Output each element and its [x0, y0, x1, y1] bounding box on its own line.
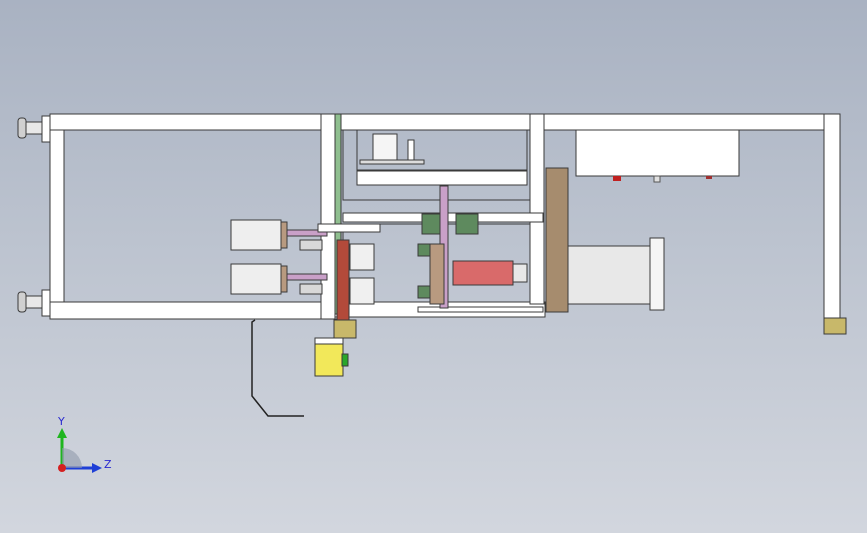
- gripper-assembly: [317, 223, 381, 339]
- red-bar: [336, 239, 350, 323]
- green-block-mid: [417, 243, 431, 257]
- gripper-lower: [349, 277, 375, 305]
- left-mount-knobs: [17, 115, 51, 317]
- upper-shaft: [356, 170, 528, 186]
- gripper-top-plate: [317, 223, 381, 233]
- sensor-box-cap: [314, 337, 344, 345]
- upper-pin: [407, 139, 415, 161]
- clamp-lower: [299, 283, 323, 295]
- knob-bottom-base: [41, 289, 51, 317]
- green-block-top-left: [421, 213, 443, 235]
- sensor-box-body: [314, 343, 344, 377]
- control-indicator-red: [613, 176, 621, 181]
- green-block-low: [417, 285, 431, 299]
- knob-top-shaft: [25, 121, 45, 135]
- cylinder-upper: [230, 219, 282, 251]
- origin-dot: [58, 464, 66, 472]
- upper-bracket: [359, 159, 425, 165]
- pneumatic-cylinders-left: [230, 219, 328, 295]
- inner-box: [356, 129, 528, 171]
- y-axis-label: Y: [57, 415, 65, 428]
- knob-top: [17, 117, 27, 139]
- drive-assembly: [417, 185, 528, 309]
- coordinate-triad-icon: Y Z: [57, 415, 112, 473]
- inner-upper-frame: [342, 129, 531, 201]
- cylinder-lower: [230, 263, 282, 295]
- piston-red: [452, 260, 514, 286]
- main-cylinder-body: [567, 245, 651, 305]
- main-cylinder-cap: [649, 237, 665, 311]
- upper-mechanism: [359, 133, 425, 165]
- triad-plane: [62, 448, 82, 468]
- top-rail: [49, 113, 841, 131]
- gripper-upper: [349, 243, 375, 271]
- z-axis-label: Z: [104, 458, 112, 471]
- cable: [251, 319, 304, 417]
- right-leg-foot: [823, 317, 847, 335]
- right-post: [529, 113, 545, 305]
- right-leg: [823, 113, 841, 335]
- sensor-box: [314, 337, 349, 377]
- y-axis-arrow: [57, 428, 67, 438]
- control-box: [575, 129, 740, 177]
- cylinder-upper-cap: [280, 221, 288, 249]
- sensor-box-connector: [341, 353, 349, 367]
- knob-bottom-shaft: [25, 295, 45, 309]
- middle-post: [320, 113, 336, 320]
- control-indicator-grey: [653, 175, 661, 183]
- green-block-top-right: [455, 213, 479, 235]
- upper-block: [372, 133, 398, 161]
- knob-bottom: [17, 291, 27, 313]
- control-indicator-small: [706, 176, 712, 179]
- cylinder-upper-rod: [286, 229, 328, 237]
- cylinder-lower-cap: [280, 265, 288, 293]
- tan-block: [429, 243, 445, 305]
- base-plate: [417, 306, 544, 313]
- left-post: [49, 113, 65, 320]
- bottom-rail-left: [49, 301, 341, 320]
- piston-coupler: [512, 263, 528, 283]
- gripper-foot: [333, 319, 357, 339]
- mount-plate: [545, 167, 569, 313]
- main-cylinder: [567, 237, 665, 311]
- clamp-upper: [299, 239, 323, 251]
- knob-top-base: [41, 115, 51, 143]
- cylinder-lower-rod: [286, 273, 328, 281]
- machine-frame: [49, 113, 841, 335]
- z-axis-arrow: [92, 463, 102, 473]
